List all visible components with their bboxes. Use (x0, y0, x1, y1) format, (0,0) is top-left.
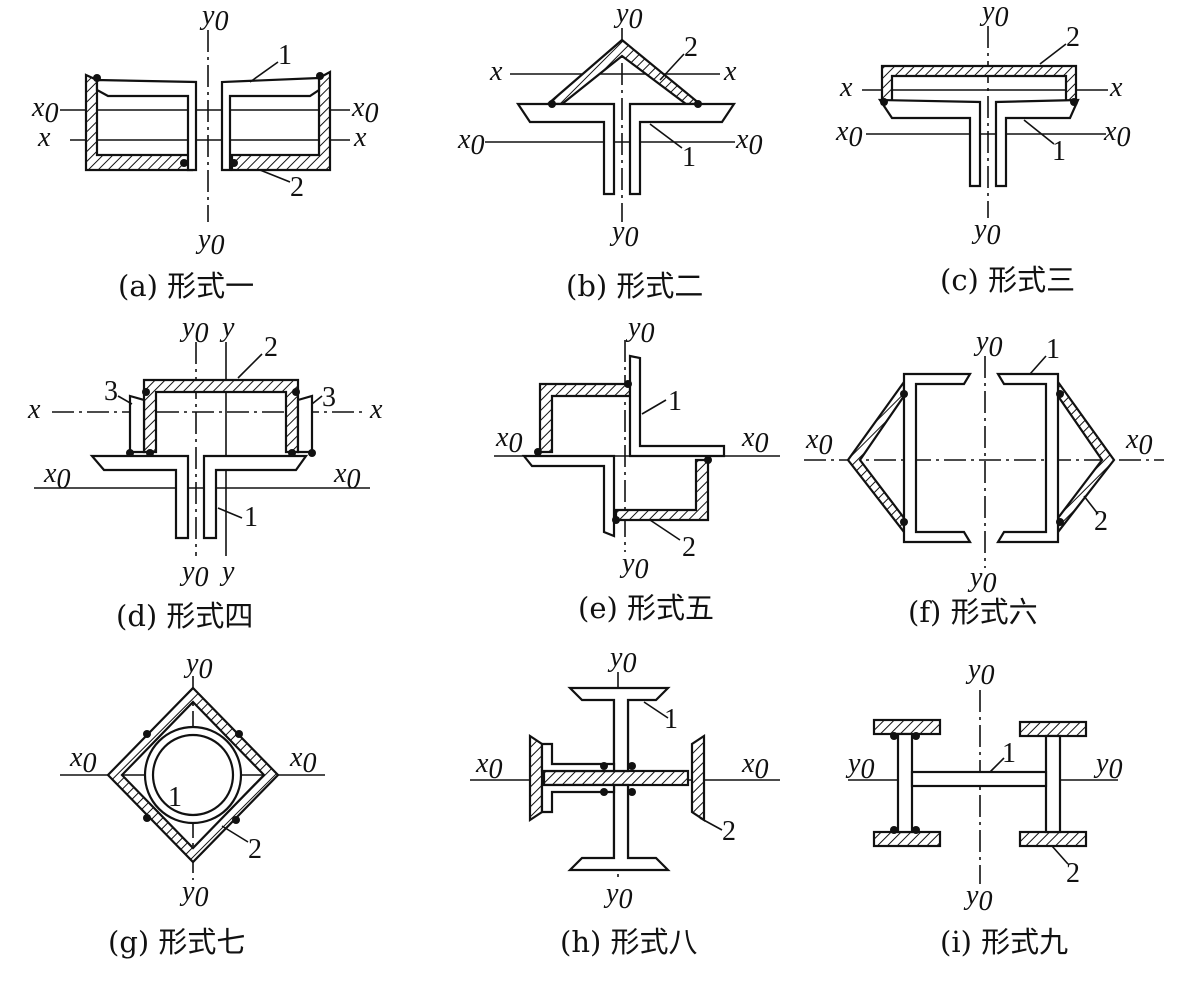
label-x0-left-c: x0 (835, 116, 862, 153)
label-x0-left-b: x0 (457, 124, 484, 161)
part-1-e: 1 (668, 386, 682, 417)
part-1-f: 1 (1046, 334, 1060, 365)
caption-a: (a) 形式一 (118, 269, 254, 303)
part-1-a: 1 (278, 40, 292, 71)
caption-d: (d) 形式四 (116, 599, 253, 633)
label-y0-left-i: y0 (845, 748, 874, 785)
label-x0-left-h: x0 (475, 748, 502, 785)
caption-b: (b) 形式二 (566, 269, 703, 303)
part-2-b: 2 (684, 32, 698, 63)
label-y0-bottom-i: y0 (963, 880, 992, 917)
label-y0-top-e: y0 (625, 312, 654, 349)
part-1-b: 1 (682, 142, 696, 173)
label-x-right-d: x (369, 394, 383, 425)
label-x-left-a: x (37, 122, 51, 153)
caption-i: (i) 形式九 (940, 925, 1068, 959)
panel-i: y0 y0 y0 y0 1 2 (i) 形式九 (845, 654, 1122, 959)
label-y0-bottom-a: y0 (195, 224, 224, 261)
label-x-left-b: x (489, 56, 503, 87)
caption-e: (e) 形式五 (578, 591, 714, 625)
label-y0-top-a: y0 (199, 0, 228, 37)
label-y0-bottom-e: y0 (619, 548, 648, 585)
part-1-h: 1 (664, 704, 678, 735)
part-2-a: 2 (290, 172, 304, 203)
label-x-right-a: x (353, 122, 367, 153)
part-2-h: 2 (722, 816, 736, 847)
label-x0-left-e: x0 (495, 422, 522, 459)
part-1-i: 1 (1002, 738, 1016, 769)
label-x0-right-g: x0 (289, 742, 316, 779)
label-y0-top-d: y0 (179, 312, 208, 349)
label-y0-bottom-d: y0 (179, 556, 208, 593)
label-x0-left-g: x0 (69, 742, 96, 779)
label-x0-right-c: x0 (1103, 116, 1130, 153)
label-y0-top-f: y0 (973, 326, 1002, 363)
label-x-left-c: x (839, 72, 853, 103)
label-y0-top-h: y0 (607, 642, 636, 679)
label-x0-left-a: x0 (31, 92, 58, 129)
label-x-right-c: x (1109, 72, 1123, 103)
panel-c: y0 y0 x x x0 x0 2 1 (c) 形式三 (835, 0, 1130, 297)
label-x-right-b: x (723, 56, 737, 87)
part-2-f: 2 (1094, 506, 1108, 537)
label-y0-top-b: y0 (613, 0, 642, 35)
part-2-i: 2 (1066, 858, 1080, 889)
label-x0-right-f: x0 (1125, 424, 1152, 461)
part-1-d: 1 (244, 502, 258, 533)
label-y0-bottom-f: y0 (967, 562, 996, 599)
panel-d: y0 y y0 y x x x0 x0 2 3 3 1 (d) 形式四 (27, 312, 383, 633)
caption-f: (f) 形式六 (908, 595, 1038, 629)
label-x0-left-d: x0 (43, 458, 70, 495)
panel-f: y0 y0 x0 x0 1 2 (f) 形式六 (804, 326, 1164, 629)
part-2-c: 2 (1066, 22, 1080, 53)
label-x0-right-d: x0 (333, 458, 360, 495)
label-y-bottom-d: y (219, 556, 235, 587)
label-y0-bottom-c: y0 (971, 214, 1000, 251)
panel-g: y0 y0 x0 x0 1 2 (g) 形式七 (60, 648, 325, 959)
panel-a: y0 y0 x0 x x0 x 1 2 (a) 形式一 (31, 0, 378, 303)
part-2-d: 2 (264, 332, 278, 363)
label-y0-top-c: y0 (979, 0, 1008, 33)
label-y0-right-i: y0 (1093, 748, 1122, 785)
label-y0-top-i: y0 (965, 654, 994, 691)
part-1-c: 1 (1052, 136, 1066, 167)
label-y0-bottom-g: y0 (179, 876, 208, 913)
panel-h: y0 y0 x0 x0 1 2 (h) 形式八 (470, 642, 780, 959)
label-y-top-d: y (219, 312, 235, 343)
panel-e: y0 y0 x0 x0 1 2 (e) 形式五 (494, 312, 780, 625)
label-y0-bottom-b: y0 (609, 216, 638, 253)
panel-b: y0 y0 x x x0 x0 2 1 (b) 形式二 (457, 0, 762, 303)
label-x0-right-e: x0 (741, 422, 768, 459)
label-y0-top-g: y0 (183, 648, 212, 685)
caption-g: (g) 形式七 (108, 925, 245, 959)
caption-h: (h) 形式八 (560, 925, 698, 959)
part-1-g: 1 (168, 782, 182, 813)
label-x0-left-f: x0 (805, 424, 832, 461)
part-2-e: 2 (682, 532, 696, 563)
caption-c: (c) 形式三 (940, 263, 1075, 297)
label-y0-bottom-h: y0 (603, 878, 632, 915)
part-2-g: 2 (248, 834, 262, 865)
label-x0-right-b: x0 (735, 124, 762, 161)
part-3-right-d: 3 (322, 382, 336, 413)
label-x0-right-h: x0 (741, 748, 768, 785)
label-x-left-d: x (27, 394, 41, 425)
part-3-left-d: 3 (104, 376, 118, 407)
label-x0-right-a: x0 (351, 92, 378, 129)
